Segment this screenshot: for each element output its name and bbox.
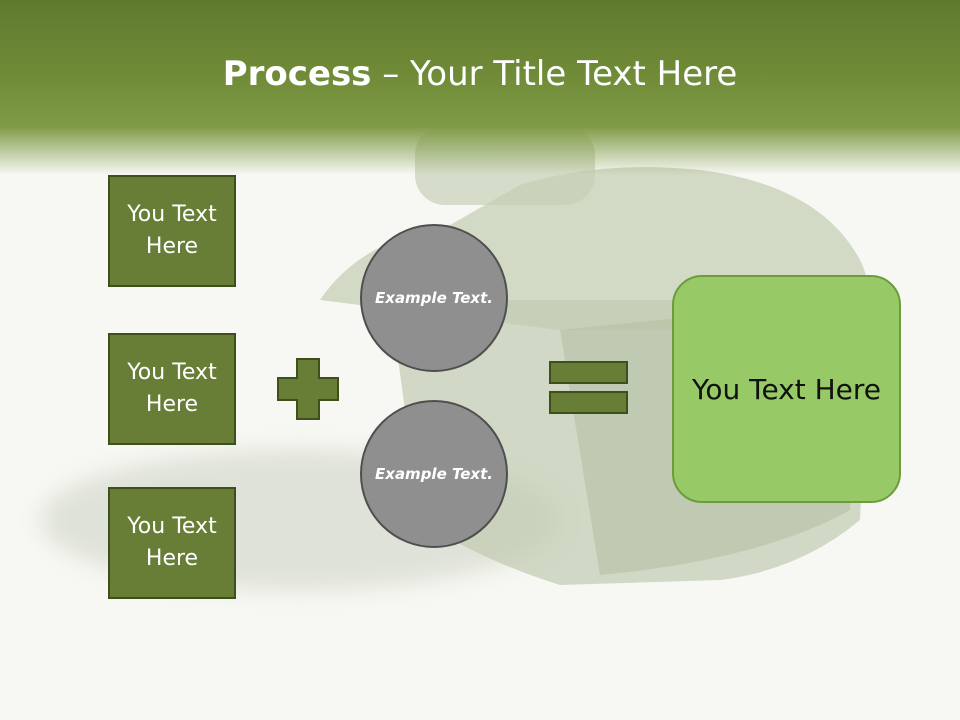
example-circle-1[interactable]: Example Text. [360,224,508,372]
text-box-1[interactable]: You Text Here [108,175,236,287]
text-box-2[interactable]: You Text Here [108,333,236,445]
example-circle-2[interactable]: Example Text. [360,400,508,548]
text-box-3[interactable]: You Text Here [108,487,236,599]
equals-icon [549,361,628,414]
plus-icon [277,358,339,420]
title-rest: – Your Title Text Here [371,54,738,94]
title-bold: Process [222,54,372,94]
slide-title: Process – Your Title Text Here [0,52,960,96]
title-bar [0,0,960,175]
result-box[interactable]: You Text Here [672,275,901,503]
